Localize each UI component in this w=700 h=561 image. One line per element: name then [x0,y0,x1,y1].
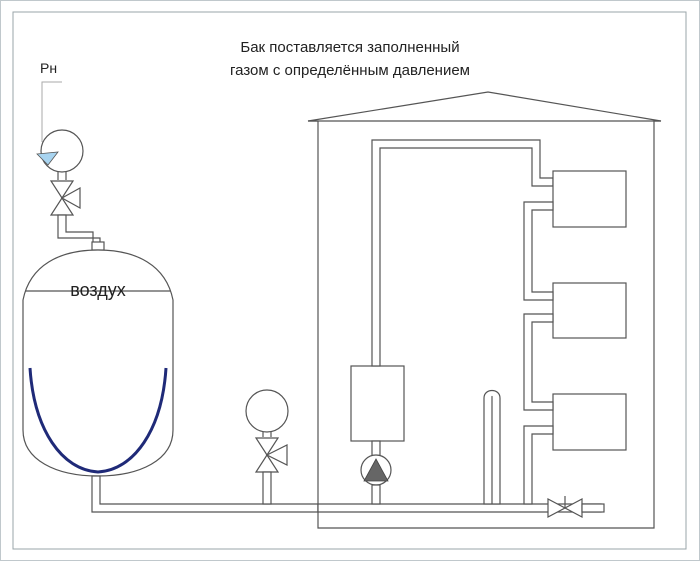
drain-valve-icon [547,496,583,518]
pipe-valve-icon [254,437,288,473]
radiator-bottom [552,393,627,451]
tank-valve-icon [49,180,81,216]
pump-triangle [363,458,389,482]
caption-line-1: Бак поставляется заполненный [240,39,459,56]
pipe-valve-stem [262,471,272,505]
expansion-loop [483,389,501,505]
tank-nipple [91,241,105,251]
boiler-to-pump-pipe [371,440,381,457]
radiator-top [552,170,627,228]
pressure-label-leader [41,81,62,142]
pump-to-return-pipe [371,484,381,505]
drain-outlet [581,503,605,513]
boiler [350,365,405,442]
gauge-needle [36,151,59,166]
caption-line-2: газом с определённым давлением [230,62,470,79]
circulation-pump [360,454,392,486]
expansion-tank [22,249,174,477]
tank-top-pipe [57,214,101,245]
house-outline [307,91,662,529]
tank-label: воздух [70,280,126,300]
radiator-bottom-return [523,425,554,505]
radiator-middle [552,282,627,339]
main-supply-pipe [91,475,319,513]
tank-membrane [28,367,168,474]
tank-pressure-gauge [36,129,84,173]
pressure-label: Рн [40,60,57,76]
inner-frame [12,11,687,550]
radiator-middle-return [523,313,554,411]
radiator-top-return [523,201,554,301]
pipe-pressure-gauge [245,389,289,433]
